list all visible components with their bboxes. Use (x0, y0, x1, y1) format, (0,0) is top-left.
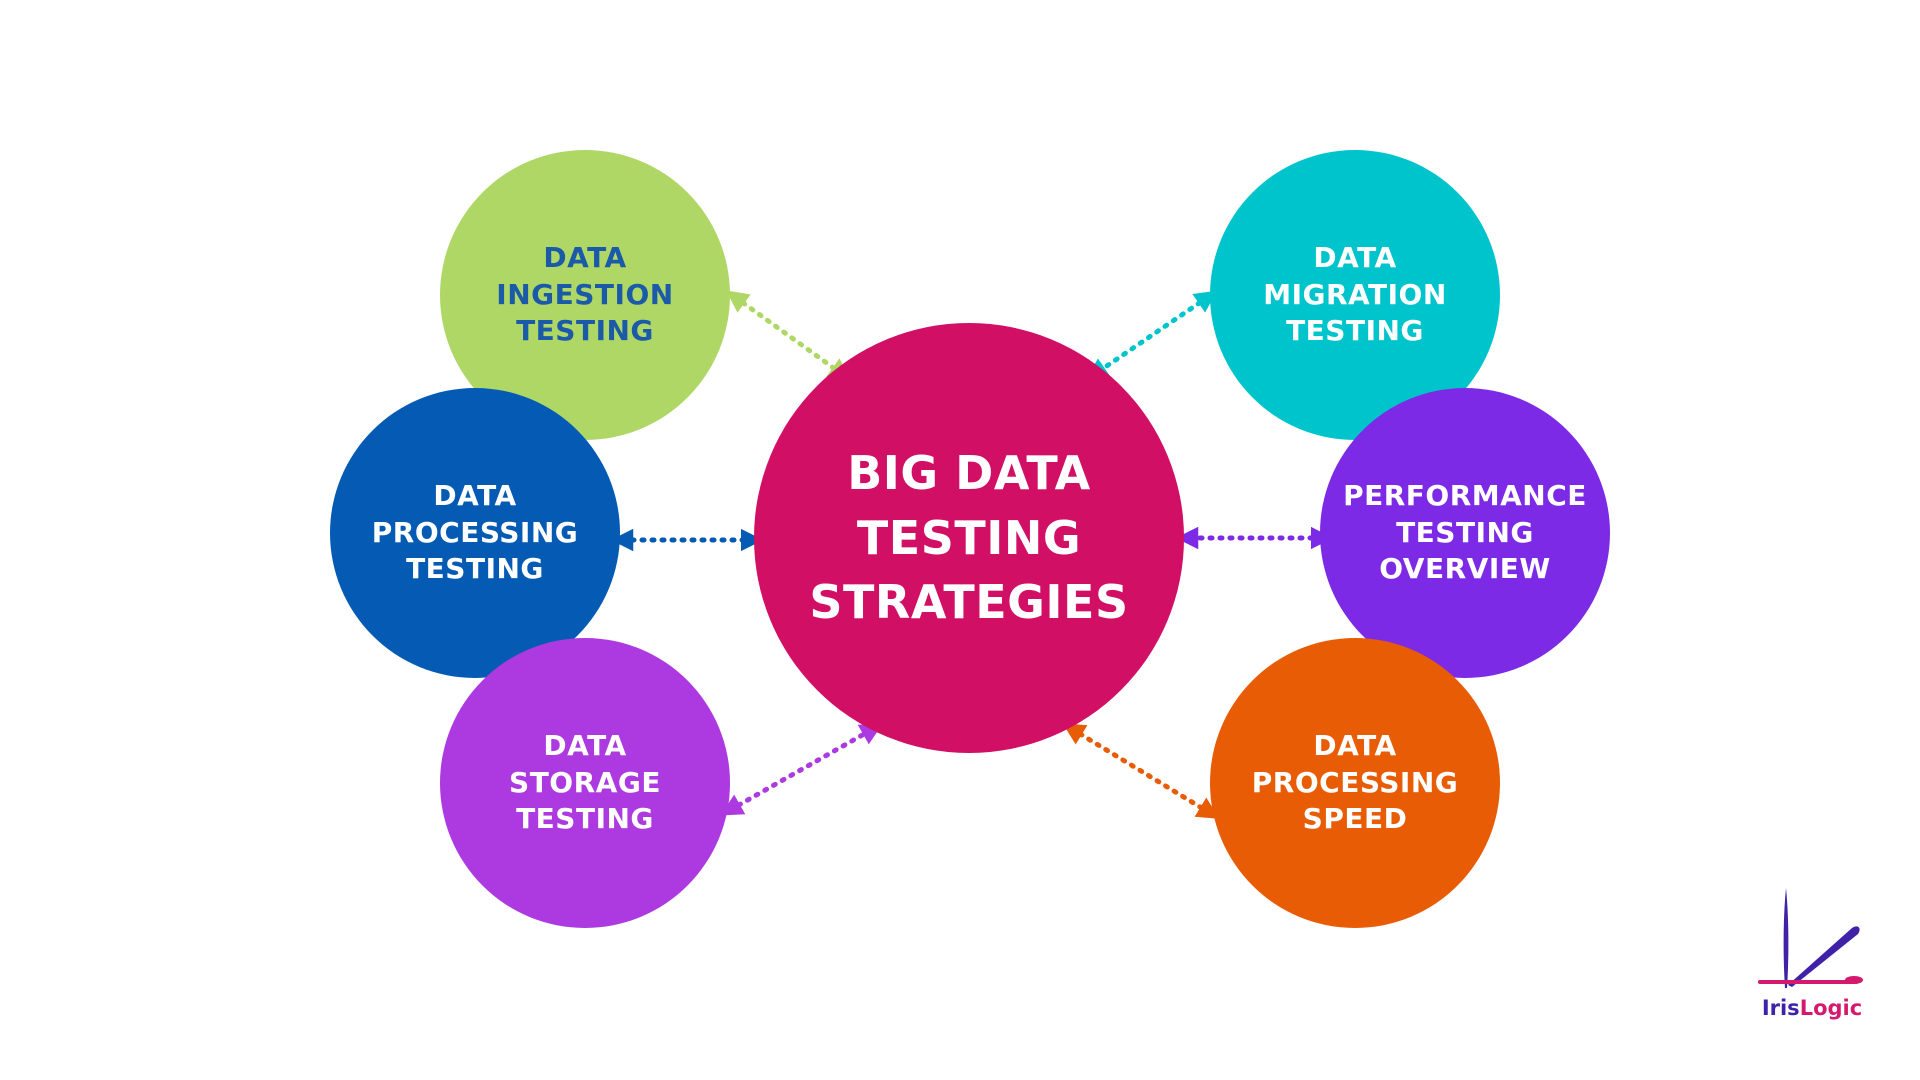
node-label-line: TESTING (516, 802, 654, 836)
node-label-line: PROCESSING (371, 515, 579, 549)
connector-migration (1085, 290, 1218, 381)
big-data-testing-strategies-center: BIG DATA TESTING STRATEGIES (754, 323, 1184, 753)
node-label-line: TESTING (516, 314, 654, 348)
performance-testing-overview-node: PERFORMANCE TESTING OVERVIEW (1320, 388, 1610, 678)
node-label-line: PROCESSING (1251, 765, 1459, 799)
node-label-line: PERFORMANCE (1343, 479, 1587, 513)
irislogic-logo: IrisLogic (1752, 888, 1872, 1020)
node-label-line: TESTING (1286, 314, 1424, 348)
node-label-line: DATA (433, 479, 517, 513)
node-label-line: OVERVIEW (1379, 552, 1551, 586)
node-label-line: MIGRATION (1263, 277, 1447, 311)
node-label-line: TESTING (406, 552, 544, 586)
connector-speed (1062, 723, 1220, 819)
node-label-line: SPEED (1302, 802, 1408, 836)
data-processing-testing-node: DATA PROCESSING TESTING (330, 388, 620, 678)
center-label-line: STRATEGIES (809, 575, 1129, 630)
node-label-line: DATA (1313, 241, 1397, 275)
connector-storage (720, 723, 883, 816)
node-label-line: TESTING (1396, 515, 1534, 549)
wordmark-logic: Logic (1799, 996, 1863, 1020)
data-ingestion-testing-node: DATA INGESTION TESTING (440, 150, 730, 440)
center-label-line: TESTING (856, 510, 1082, 565)
data-processing-speed-node: DATA PROCESSING SPEED (1210, 638, 1500, 928)
node-label-line: DATA (543, 729, 627, 763)
irislogic-wordmark: IrisLogic (1752, 996, 1872, 1020)
node-label-line: STORAGE (509, 765, 661, 799)
connector-ingestion (725, 290, 852, 381)
wordmark-iris: Iris (1761, 996, 1800, 1020)
node-label-line: DATA (1313, 729, 1397, 763)
irislogic-logo-mark-icon (1758, 888, 1863, 988)
node-label-line: DATA (543, 241, 627, 275)
center-label-line: BIG DATA (847, 446, 1091, 501)
node-label-line: INGESTION (496, 277, 674, 311)
data-storage-testing-node: DATA STORAGE TESTING (440, 638, 730, 928)
